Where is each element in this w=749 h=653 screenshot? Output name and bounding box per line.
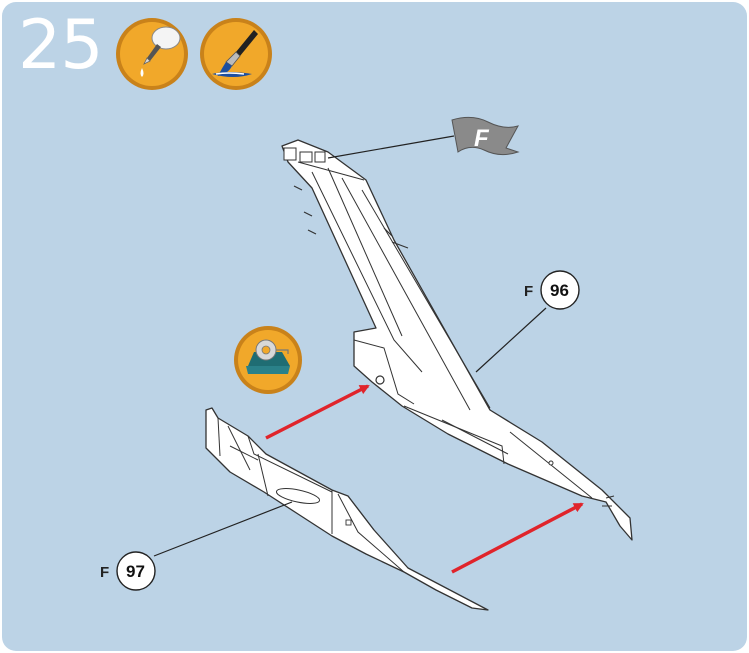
- tape-dispenser-icon: [234, 326, 302, 394]
- sprue-flag-letter: F: [474, 125, 490, 152]
- fairing-part-97: [206, 408, 488, 610]
- assembly-arrow-upper: [266, 386, 368, 438]
- part-96-sprue-letter: F: [524, 283, 533, 300]
- part-callout-96: F 96: [476, 271, 579, 372]
- sprue-flag: F: [328, 117, 518, 158]
- tail-fin-part-96: [282, 140, 632, 540]
- part-callout-97: F 97: [100, 502, 292, 590]
- part-97-sprue-letter: F: [100, 564, 109, 581]
- assembly-arrow-lower: [452, 504, 582, 572]
- part-97-number: 97: [126, 562, 145, 581]
- part-96-number: 96: [550, 281, 569, 300]
